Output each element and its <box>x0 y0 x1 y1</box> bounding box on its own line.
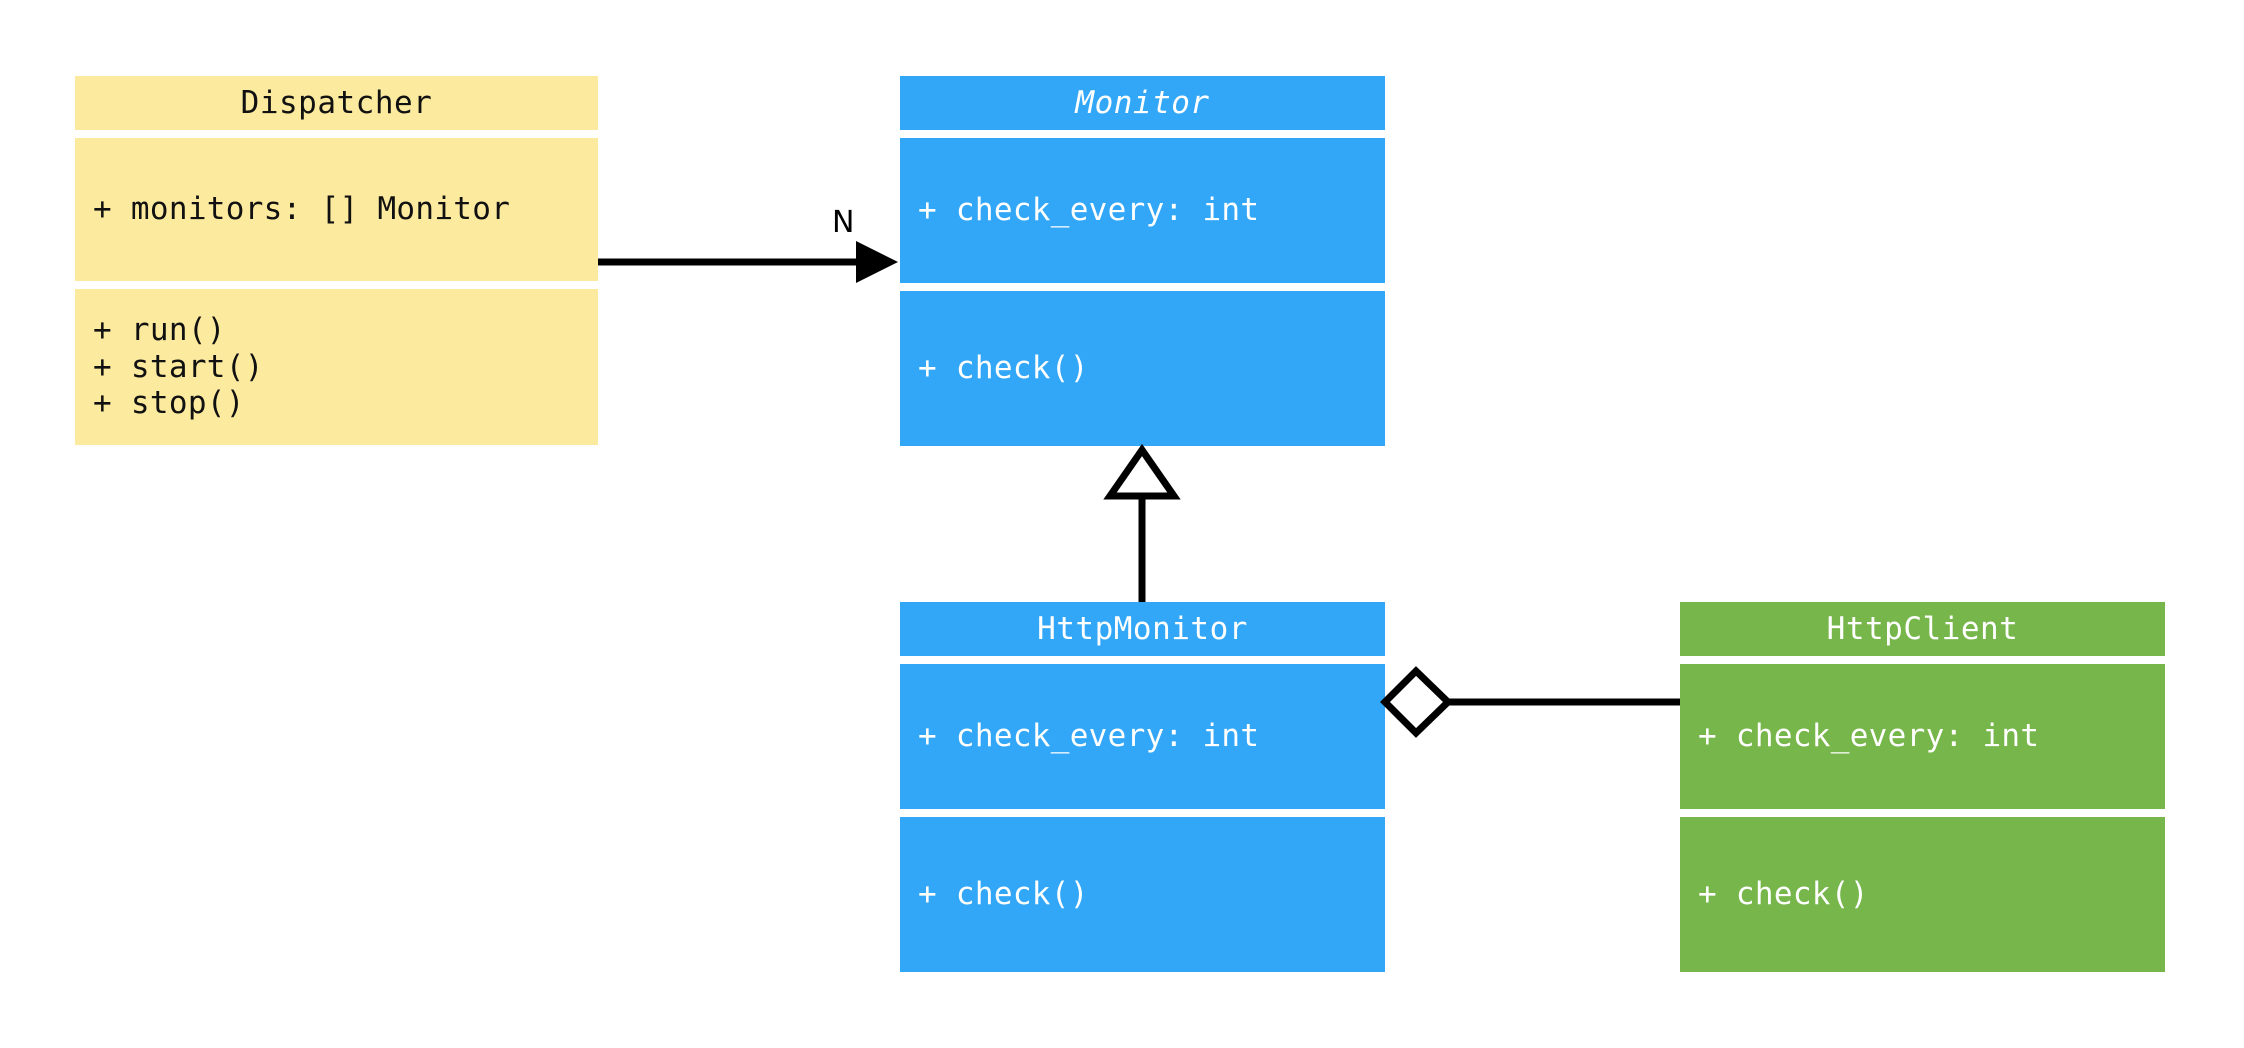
method-row: + stop() <box>93 385 245 422</box>
class-title-http-monitor: HttpMonitor <box>900 602 1385 656</box>
hollow-diamond-icon <box>1380 666 1454 738</box>
class-attributes-monitor: + check_every: int <box>900 138 1385 283</box>
association-multiplicity-label: N <box>832 205 855 240</box>
class-methods-http-client: + check() <box>1680 817 2165 972</box>
method-row: + check() <box>918 350 1089 387</box>
filled-arrowhead-icon <box>856 241 898 283</box>
class-attributes-http-monitor: + check_every: int <box>900 664 1385 809</box>
method-row: + check() <box>1698 876 1869 913</box>
compartment-divider <box>900 809 1385 817</box>
class-box-http-monitor[interactable]: HttpMonitor + check_every: int + check() <box>900 602 1385 972</box>
attribute-row: + check_every: int <box>1698 718 2040 755</box>
compartment-divider <box>900 130 1385 138</box>
attribute-row: + check_every: int <box>918 192 1260 229</box>
relationship-generalization-httpmonitor-monitor[interactable] <box>1103 443 1181 602</box>
class-methods-monitor: + check() <box>900 291 1385 446</box>
relationship-aggregation-httpmonitor-httpclient[interactable] <box>1380 666 1680 738</box>
class-attributes-dispatcher: + monitors: [] Monitor <box>75 138 598 281</box>
compartment-divider <box>900 656 1385 664</box>
attribute-row: + monitors: [] Monitor <box>93 191 511 228</box>
class-title-monitor: Monitor <box>900 76 1385 130</box>
class-methods-http-monitor: + check() <box>900 817 1385 972</box>
compartment-divider <box>1680 656 2165 664</box>
compartment-divider <box>75 130 598 138</box>
method-row: + run() <box>93 312 226 349</box>
class-box-monitor[interactable]: Monitor + check_every: int + check() <box>900 76 1385 446</box>
attribute-row: + check_every: int <box>918 718 1260 755</box>
class-methods-dispatcher: + run() + start() + stop() <box>75 289 598 445</box>
hollow-triangle-icon <box>1103 443 1181 500</box>
class-title-dispatcher: Dispatcher <box>75 76 598 130</box>
compartment-divider <box>75 281 598 289</box>
compartment-divider <box>1680 809 2165 817</box>
method-row: + check() <box>918 876 1089 913</box>
class-box-http-client[interactable]: HttpClient + check_every: int + check() <box>1680 602 2165 972</box>
relationship-association-dispatcher-monitor[interactable] <box>598 241 898 283</box>
compartment-divider <box>900 283 1385 291</box>
class-title-http-client: HttpClient <box>1680 602 2165 656</box>
method-row: + start() <box>93 348 264 385</box>
class-box-dispatcher[interactable]: Dispatcher + monitors: [] Monitor + run(… <box>75 76 598 445</box>
class-attributes-http-client: + check_every: int <box>1680 664 2165 809</box>
